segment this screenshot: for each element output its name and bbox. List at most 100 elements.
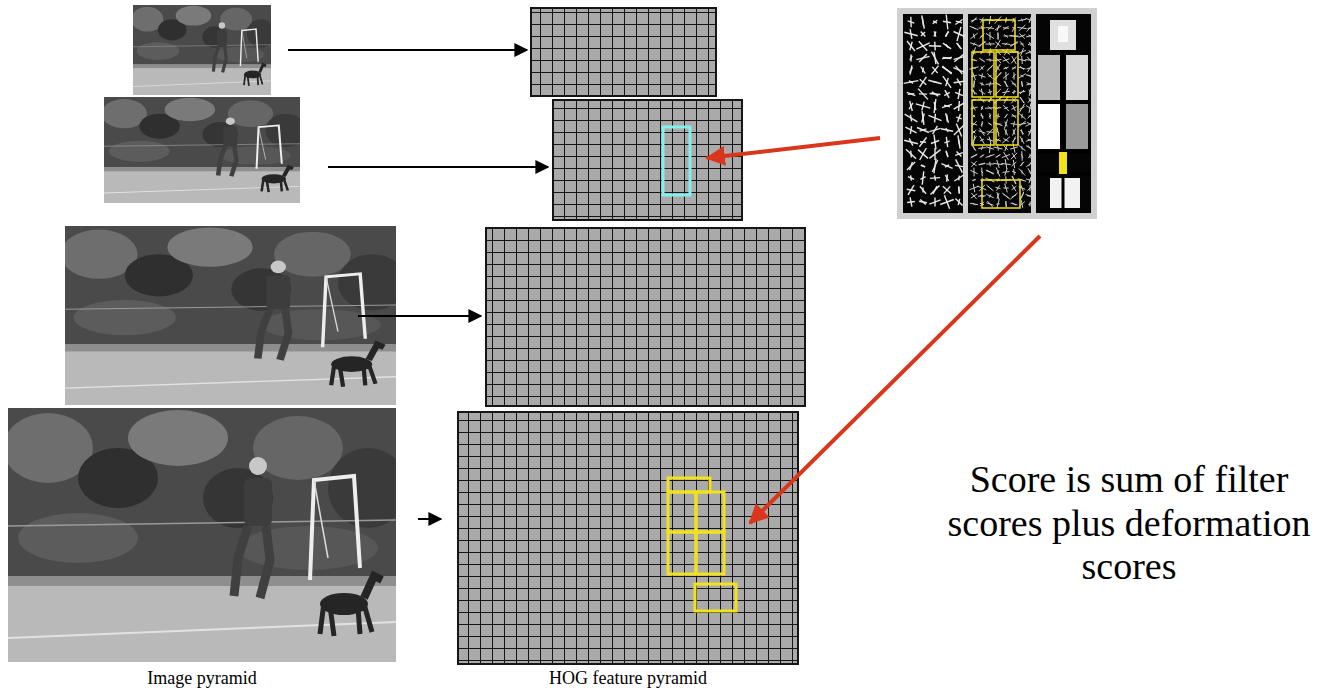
hog-stroke bbox=[996, 40, 1001, 48]
hog-stroke bbox=[978, 42, 986, 47]
hog-stroke bbox=[1018, 113, 1026, 120]
hog-stroke bbox=[973, 146, 975, 151]
hog-stroke bbox=[997, 131, 999, 134]
hog-stroke bbox=[1012, 162, 1017, 166]
hog-stroke bbox=[910, 175, 912, 180]
hog-stroke bbox=[942, 67, 952, 73]
hog-stroke bbox=[979, 58, 985, 62]
hog-stroke bbox=[955, 92, 963, 95]
hog-stroke bbox=[971, 154, 978, 158]
hog-stroke bbox=[1018, 74, 1025, 79]
hog-stroke bbox=[942, 104, 952, 107]
hog-stroke bbox=[1026, 50, 1035, 53]
hog-stroke bbox=[929, 200, 940, 204]
hog-stroke bbox=[981, 59, 984, 61]
hog-stroke bbox=[943, 76, 951, 88]
hog-stroke bbox=[1029, 17, 1031, 23]
hog-stroke bbox=[981, 66, 983, 69]
hog-stroke bbox=[1005, 67, 1007, 69]
hog-stroke bbox=[1029, 185, 1030, 191]
hog-stroke bbox=[970, 26, 979, 29]
hog-stroke bbox=[920, 77, 927, 87]
hog-stroke bbox=[980, 155, 984, 158]
hog-stroke bbox=[922, 18, 923, 27]
part-boxes bbox=[972, 20, 1020, 208]
hog-stroke bbox=[1021, 129, 1022, 134]
hog-stroke bbox=[1013, 90, 1015, 94]
hog-stroke bbox=[1003, 26, 1008, 29]
hog-stroke bbox=[1020, 162, 1024, 166]
hog-stroke bbox=[971, 162, 976, 166]
hog-stroke bbox=[1028, 114, 1033, 119]
hog-stroke bbox=[931, 141, 939, 144]
hog-pyramid bbox=[486, 228, 805, 406]
hog-stroke bbox=[1020, 130, 1023, 134]
hog-stroke bbox=[1012, 56, 1016, 64]
hog-stroke bbox=[954, 175, 963, 181]
hog-stroke bbox=[958, 176, 960, 181]
hog-stroke bbox=[1028, 139, 1033, 141]
hog-stroke bbox=[946, 78, 949, 86]
pyramid-arrows bbox=[358, 315, 481, 317]
hog-stroke bbox=[1028, 28, 1033, 29]
hog-stroke bbox=[941, 164, 952, 169]
hog-stroke bbox=[997, 200, 999, 209]
hog-stroke bbox=[921, 165, 925, 166]
hog-stroke bbox=[1012, 185, 1016, 191]
hog-stroke bbox=[973, 81, 975, 87]
hog-stroke bbox=[945, 31, 948, 36]
hog-stroke bbox=[997, 192, 999, 200]
hog-stroke bbox=[1019, 145, 1026, 151]
hog-stroke bbox=[957, 79, 961, 86]
hog-stroke bbox=[929, 128, 940, 131]
hog-stroke bbox=[987, 201, 992, 207]
hog-stroke bbox=[995, 26, 1001, 30]
hog-stroke bbox=[1005, 201, 1006, 207]
hog-stroke bbox=[972, 179, 976, 181]
hog-stroke bbox=[971, 193, 976, 199]
hog-pyramid bbox=[458, 8, 805, 664]
hog-stroke bbox=[1011, 81, 1016, 88]
hog-stroke bbox=[1028, 131, 1032, 133]
hog-stroke bbox=[929, 45, 941, 47]
hog-stroke bbox=[946, 113, 949, 122]
hog-stroke bbox=[1028, 43, 1032, 44]
hog-stroke bbox=[1029, 98, 1032, 103]
hog-stroke bbox=[1026, 195, 1035, 198]
hog-stroke bbox=[932, 52, 939, 65]
pyramid-image bbox=[3, 408, 408, 662]
pyramid-image bbox=[101, 97, 306, 203]
hog-stroke bbox=[988, 26, 992, 30]
hog-stroke bbox=[981, 146, 982, 150]
pyramid-image bbox=[131, 5, 275, 95]
hog-stroke bbox=[933, 21, 937, 23]
pyramid-arrows bbox=[288, 50, 548, 519]
hog-stroke bbox=[932, 160, 937, 172]
hog-stroke bbox=[1029, 88, 1031, 96]
hog-stroke bbox=[916, 104, 930, 108]
hog-stroke bbox=[980, 83, 985, 85]
hog-stroke bbox=[921, 32, 925, 36]
hog-stroke bbox=[910, 55, 911, 62]
hog-stroke bbox=[980, 128, 985, 135]
hog-stroke bbox=[1019, 35, 1026, 38]
part-filter-boxes bbox=[668, 478, 710, 492]
hog-stroke bbox=[945, 175, 948, 181]
hog-stroke bbox=[1022, 81, 1023, 86]
hog-stroke bbox=[1013, 105, 1016, 111]
axis-caption: HOG feature pyramid bbox=[549, 668, 707, 689]
hog-stroke bbox=[997, 127, 999, 136]
model-panel bbox=[897, 8, 1097, 219]
hog-stroke bbox=[981, 121, 983, 127]
hog-stroke bbox=[989, 113, 990, 119]
hog-pyramid bbox=[486, 228, 805, 406]
hog-pyramid bbox=[531, 8, 716, 96]
hog-stroke bbox=[973, 115, 974, 118]
hog-stroke bbox=[929, 150, 940, 159]
hog-stroke bbox=[943, 43, 951, 49]
hog-stroke bbox=[973, 27, 975, 29]
hog-stroke bbox=[980, 115, 983, 117]
hog-stroke bbox=[919, 137, 926, 146]
deformation-maps bbox=[1066, 55, 1088, 100]
